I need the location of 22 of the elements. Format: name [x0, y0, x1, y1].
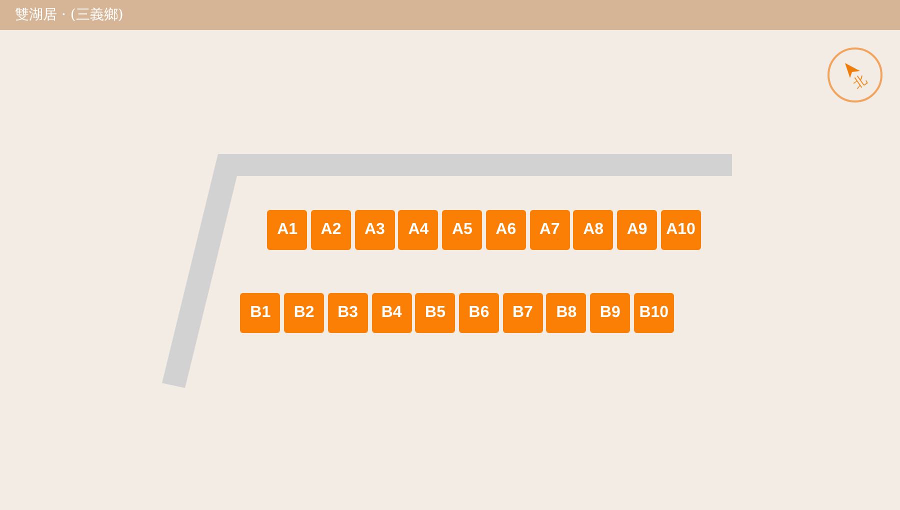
- lot-box: B1: [240, 292, 280, 333]
- lot-box: B7: [502, 292, 543, 333]
- lot-box: A1: [267, 210, 308, 250]
- lot-box: B3: [328, 292, 368, 333]
- north-label: 北: [851, 74, 870, 92]
- lot-box: A2: [311, 210, 352, 250]
- lot-box: A10: [660, 210, 701, 250]
- lot-box: A9: [617, 210, 658, 250]
- lot-box: A4: [398, 210, 438, 250]
- lot-box: A6: [486, 210, 526, 250]
- lot-box: A3: [354, 210, 395, 250]
- lot-box: B5: [415, 292, 456, 333]
- title: 雙湖居 · (三義鄉): [15, 6, 124, 24]
- lot-box: B8: [546, 292, 586, 333]
- lot-box: B6: [459, 292, 499, 333]
- lot-box: B2: [284, 292, 324, 333]
- lot-box: B10: [634, 292, 674, 333]
- lot-box: A8: [573, 210, 614, 250]
- lot-box: B4: [372, 292, 412, 333]
- lot-box: B9: [590, 292, 630, 333]
- lot-box: A5: [442, 210, 482, 250]
- lot-box: A7: [530, 210, 570, 250]
